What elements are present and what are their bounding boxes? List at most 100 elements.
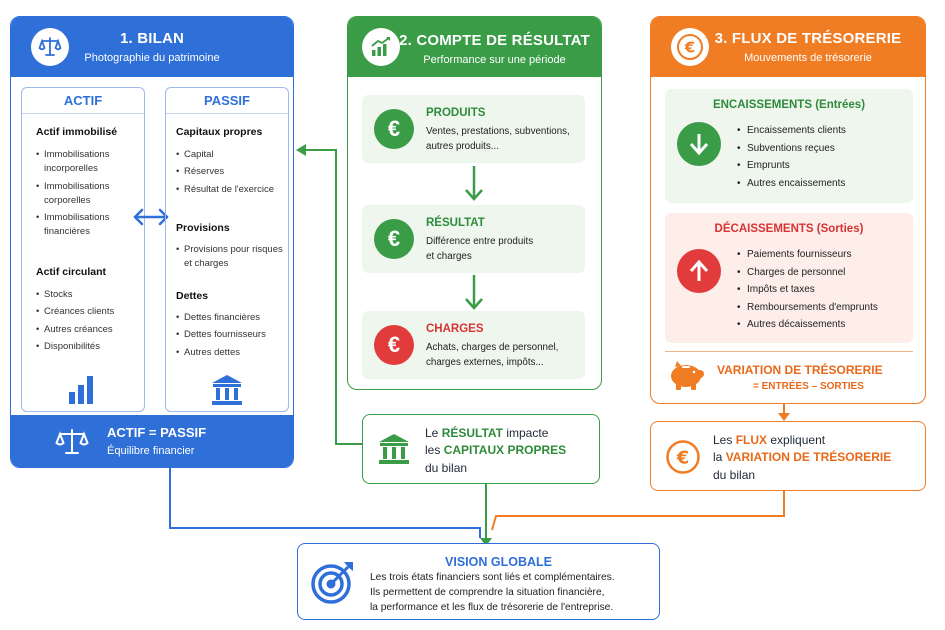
cr-header: 2. COMPTE DE RÉSULTAT Performance sur un… [348, 17, 601, 77]
divider [665, 351, 913, 352]
variation-title: VARIATION DE TRÉSORERIE [717, 363, 883, 377]
charges-title: CHARGES [426, 323, 484, 335]
actif-circulant-list: Stocks Créances clients Autres créances … [36, 288, 146, 357]
produits-title: PRODUITS [426, 107, 486, 119]
euro-icon: € [374, 109, 414, 149]
compte-resultat-panel: 2. COMPTE DE RÉSULTAT Performance sur un… [347, 16, 602, 390]
vision-line: la performance et les flux de trésorerie… [370, 601, 614, 613]
tr-title: 3. FLUX DE TRÉSORERIE [714, 30, 902, 47]
variation-highlight: VARIATION DE TRÉSORERIE [725, 450, 892, 465]
list-item: Encaissements clients [737, 123, 846, 138]
list-item: Capital [176, 148, 286, 163]
resultat-card: € RÉSULTAT Différence entre produits et … [362, 205, 585, 273]
resultat-text: Différence entre produits et charges [426, 236, 534, 262]
list-item: Réserves [176, 165, 286, 180]
actif-immobilise-title: Actif immobilisé [36, 126, 118, 138]
passif-dettes-list: Dettes financières Dettes fournisseurs A… [176, 311, 286, 363]
actif-column: ACTIF Actif immobilisé Immobilisations i… [21, 87, 145, 412]
arrow-down-icon [465, 166, 483, 201]
bank-icon [212, 375, 242, 405]
bilan-footer-title: ACTIF = PASSIF [107, 425, 207, 440]
arrow-up-icon [677, 249, 721, 293]
link-flux-box: € Les FLUX expliquent la VARIATION DE TR… [650, 421, 926, 491]
passif-capitaux-title: Capitaux propres [176, 126, 263, 138]
target-icon [311, 562, 353, 604]
vision-line: Ils permettent de comprendre la situatio… [370, 586, 605, 598]
text-part: du bilan [425, 460, 468, 475]
bilan-title: 1. BILAN [119, 30, 185, 47]
list-item: Impôts et taxes [737, 282, 878, 297]
vision-title: VISION GLOBALE [445, 555, 552, 569]
bar-chart-icon [69, 376, 93, 404]
bilan-header: 1. BILAN Photographie du patrimoine [11, 17, 293, 77]
text-part: expliquent [767, 433, 826, 447]
resultat-highlight: RÉSULTAT [441, 426, 504, 440]
encaissements-title: ENCAISSEMENTS (Entrées) [712, 99, 866, 111]
list-item: Dettes financières [176, 311, 286, 326]
list-item: Subventions reçues [737, 141, 846, 156]
piggy-bank-icon [671, 361, 704, 390]
list-item: Autres encaissements [737, 176, 846, 191]
arrow-down-icon [677, 122, 721, 166]
actif-circulant-title: Actif circulant [36, 266, 107, 278]
vision-line: Les trois états financiers sont liés et … [370, 572, 615, 583]
vision-text: Les trois états financiers sont liés et … [370, 571, 615, 615]
list-item: Paiements fournisseurs [737, 247, 878, 262]
actif-title: ACTIF [22, 88, 144, 114]
charges-text: Achats, charges de personnel, charges ex… [426, 342, 559, 368]
double-arrow-icon [133, 208, 169, 226]
decaissements-title: DÉCAISSEMENTS (Sorties) [714, 223, 864, 235]
list-item: Charges de personnel [737, 265, 878, 280]
flux-highlight: FLUX [735, 433, 768, 447]
list-item: Autres décaissements [737, 317, 878, 332]
list-item: Autres créances [36, 323, 146, 338]
list-item: Stocks [36, 288, 146, 303]
text-part: Les [713, 433, 736, 447]
svg-text:€: € [676, 448, 690, 469]
passif-capitaux-list: Capital Réserves Résultat de l'exercice [176, 148, 286, 200]
produits-card: € PRODUITS Ventes, prestations, subventi… [362, 95, 585, 163]
encaissements-list: Encaissements clients Subventions reçues… [737, 123, 846, 193]
text-part: du bilan [713, 467, 756, 482]
cr-title: 2. COMPTE DE RÉSULTAT [399, 32, 590, 49]
list-item: Provisions pour risques et charges [176, 243, 284, 272]
text-part: impacte [503, 426, 549, 440]
text-part: la [713, 450, 726, 465]
list-item: Disponibilités [36, 340, 146, 355]
tr-subtitle: Mouvements de trésorerie [744, 52, 872, 64]
bilan-subtitle: Photographie du patrimoine [84, 52, 220, 64]
cr-subtitle: Performance sur une période [423, 54, 566, 66]
list-item: Immobilisations financières [36, 211, 136, 240]
bilan-footer-subtitle: Équilibre financier [107, 445, 195, 457]
growth-chart-icon [362, 28, 400, 66]
resultat-title: RÉSULTAT [426, 217, 485, 229]
euro-coin-icon: € [666, 440, 700, 474]
bilan-footer: ACTIF = PASSIF Équilibre financier [11, 415, 293, 467]
text-part: les [425, 443, 444, 458]
decaissements-card: DÉCAISSEMENTS (Sorties) Paiements fourni… [665, 213, 913, 343]
euro-coin-icon: € [671, 28, 709, 66]
link-resultat-text: Le RÉSULTAT impacte les CAPITAUX PROPRES… [425, 425, 595, 477]
bilan-panel: 1. BILAN Photographie du patrimoine ACTI… [10, 16, 294, 468]
passif-column: PASSIF Capitaux propres Capital Réserves… [165, 87, 289, 412]
produits-text: Ventes, prestations, subventions, autres… [426, 126, 570, 152]
euro-icon: € [374, 219, 414, 259]
capitaux-highlight: CAPITAUX PROPRES [443, 443, 567, 458]
tr-header: € 3. FLUX DE TRÉSORERIE Mouvements de tr… [651, 17, 925, 77]
scale-icon [31, 28, 69, 66]
list-item: Remboursements d'emprunts [737, 300, 878, 315]
euro-icon: € [374, 325, 414, 365]
charges-card: € CHARGES Achats, charges de personnel, … [362, 311, 585, 379]
list-item: Immobilisations corporelles [36, 180, 136, 209]
passif-provisions-list: Provisions pour risques et charges [176, 243, 284, 275]
decaissements-list: Paiements fournisseurs Charges de person… [737, 247, 878, 335]
passif-title: PASSIF [166, 88, 288, 114]
list-item: Autres dettes [176, 346, 286, 361]
actif-immobilise-list: Immobilisations incorporelles Immobilisa… [36, 148, 136, 243]
passif-dettes-title: Dettes [176, 290, 209, 302]
encaissements-card: ENCAISSEMENTS (Entrées) Encaissements cl… [665, 89, 913, 203]
bank-icon [379, 434, 409, 464]
svg-text:€: € [684, 39, 695, 57]
scale-icon [55, 429, 89, 454]
